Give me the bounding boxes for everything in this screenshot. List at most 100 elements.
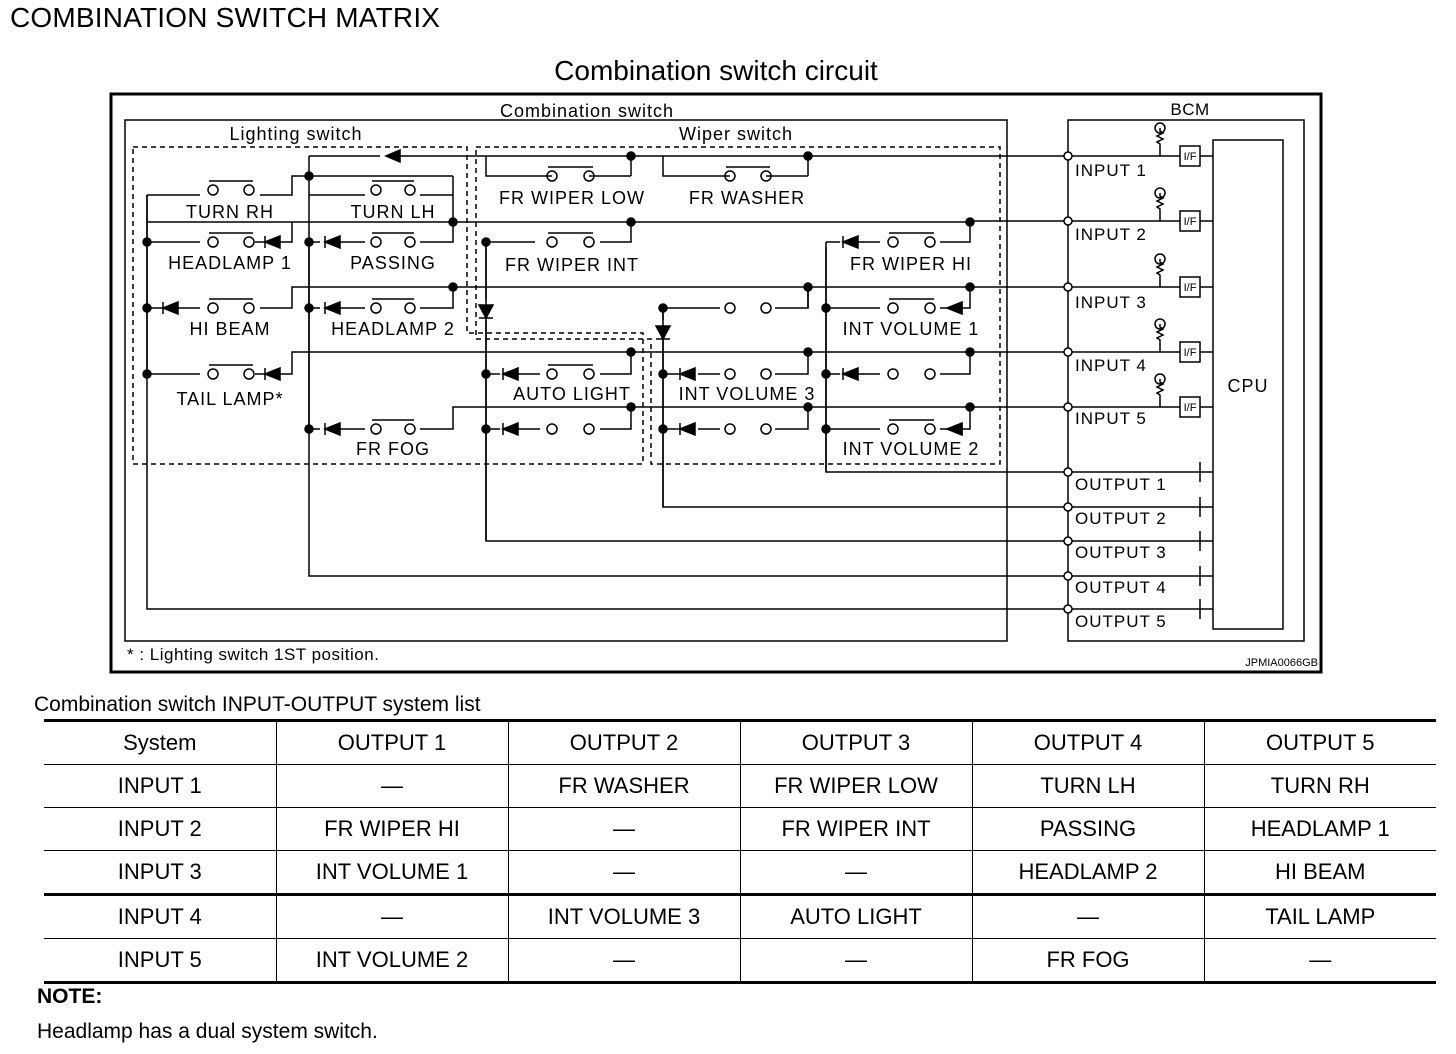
table-cell: INT VOLUME 3: [507, 894, 741, 939]
output-label: OUTPUT 5: [1075, 612, 1167, 631]
table-cell: TURN LH: [971, 764, 1205, 808]
switch-label-turn-lh: TURN LH: [350, 202, 435, 222]
header-cell: OUTPUT 4: [971, 719, 1205, 765]
lighting-switch-box: [132, 146, 644, 465]
table-cell: —: [739, 850, 973, 896]
table-row: INPUT 2 FR WIPER HI — FR WIPER INT PASSI…: [44, 807, 1436, 851]
page-title: COMBINATION SWITCH MATRIX: [10, 2, 441, 33]
output-label: OUTPUT 1: [1075, 475, 1167, 494]
table-row: INPUT 5 INT VOLUME 2 — — FR FOG —: [44, 938, 1436, 984]
input-lines: [808, 155, 1068, 408]
if-label: I/F: [1184, 151, 1197, 163]
table-cell: FR WIPER LOW: [739, 764, 973, 808]
table-cell: —: [507, 850, 741, 896]
switch-label-passing: PASSING: [350, 253, 436, 273]
switch-label-auto-light: AUTO LIGHT: [513, 384, 631, 404]
input-label: INPUT 1: [1075, 161, 1147, 180]
input-label: INPUT 5: [1075, 409, 1147, 428]
table-row: INPUT 3 INT VOLUME 1 — — HEADLAMP 2 HI B…: [44, 850, 1436, 896]
switch-label-fr-fog: FR FOG: [356, 439, 430, 459]
table-cell: INPUT 4: [44, 894, 277, 939]
if-label: I/F: [1184, 216, 1197, 228]
switch-label-headlamp-1: HEADLAMP 1: [168, 253, 292, 273]
switch-contacts: [207, 156, 936, 435]
output-label: OUTPUT 3: [1075, 543, 1167, 562]
lighting-switch-label: Lighting switch: [229, 124, 362, 144]
switch-label-turn-rh: TURN RH: [186, 202, 274, 222]
wiper-switch-wiring: [485, 155, 971, 541]
switch-label-fr-wiper-int: FR WIPER INT: [505, 255, 639, 275]
table-cell: FR WIPER INT: [739, 807, 973, 851]
switch-label-int-volume-3: INT VOLUME 3: [679, 384, 816, 404]
table-cell: INT VOLUME 2: [275, 938, 509, 984]
table-cell: —: [971, 894, 1205, 939]
bcm-internal-lines: [1068, 155, 1213, 408]
table-cell: INPUT 2: [44, 807, 277, 851]
table-cell: FR FOG: [971, 938, 1205, 984]
switch-label-int-volume-1: INT VOLUME 1: [843, 319, 980, 339]
outer-frame: [109, 92, 1323, 674]
cpu-label: CPU: [1227, 376, 1268, 396]
switch-label-fr-wiper-hi: FR WIPER HI: [850, 254, 972, 274]
table-cell: HEADLAMP 1: [1203, 807, 1436, 851]
table-caption: Combination switch INPUT-OUTPUT system l…: [34, 693, 481, 716]
note-text: Headlamp has a dual system switch.: [37, 1020, 378, 1043]
header-cell: OUTPUT 3: [739, 719, 973, 765]
switch-label-int-volume-2: INT VOLUME 2: [843, 439, 980, 459]
wiper-switch-label: Wiper switch: [679, 124, 793, 144]
table-cell: HEADLAMP 2: [971, 850, 1205, 896]
table-cell: —: [739, 938, 973, 984]
input-label: INPUT 2: [1075, 225, 1147, 244]
cpu-box: [1212, 139, 1284, 630]
header-cell: OUTPUT 5: [1203, 719, 1436, 765]
table-cell: —: [507, 938, 741, 984]
table-cell: —: [1203, 938, 1436, 984]
junction-dots: [142, 151, 975, 434]
diodes: [160, 234, 963, 437]
table-cell: INPUT 5: [44, 938, 277, 984]
diagram-title: Combination switch circuit: [554, 55, 878, 86]
if-label: I/F: [1184, 282, 1197, 294]
circuit-diagram: Combination switch Lighting switch Wiper…: [109, 92, 1323, 674]
table-cell: —: [275, 764, 509, 808]
table-cell: TURN RH: [1203, 764, 1436, 808]
diagram-footnote: * : Lighting switch 1ST position.: [127, 645, 379, 664]
table-cell: —: [275, 894, 509, 939]
table-cell: HI BEAM: [1203, 850, 1436, 896]
table-header-row: System OUTPUT 1 OUTPUT 2 OUTPUT 3 OUTPUT…: [44, 719, 1436, 765]
output-label: OUTPUT 4: [1075, 578, 1167, 597]
table-cell: PASSING: [971, 807, 1205, 851]
table-cell: FR WIPER HI: [275, 807, 509, 851]
wiper-switch-box: [475, 146, 1001, 465]
if-label: I/F: [1184, 347, 1197, 359]
combination-switch-box: [124, 119, 1008, 642]
connector-terminals: [1063, 151, 1073, 614]
input-label: INPUT 3: [1075, 293, 1147, 312]
note-title: NOTE:: [37, 985, 103, 1008]
table-cell: INPUT 3: [44, 850, 277, 896]
table-cell: INT VOLUME 1: [275, 850, 509, 896]
table-cell: AUTO LIGHT: [739, 894, 973, 939]
header-cell: OUTPUT 2: [507, 719, 741, 765]
header-cell: System: [44, 719, 277, 765]
switch-label-tail-lamp: TAIL LAMP*: [176, 389, 283, 409]
switch-label-hi-beam: HI BEAM: [189, 319, 270, 339]
if-label: I/F: [1184, 402, 1197, 414]
table-row: INPUT 1 — FR WASHER FR WIPER LOW TURN LH…: [44, 764, 1436, 808]
table-cell: TAIL LAMP: [1203, 894, 1436, 939]
combination-switch-label: Combination switch: [500, 101, 674, 121]
input-label: INPUT 4: [1075, 356, 1147, 375]
table-cell: INPUT 1: [44, 764, 277, 808]
switch-label-fr-wiper-low: FR WIPER LOW: [499, 188, 645, 208]
table-cell: FR WASHER: [507, 764, 741, 808]
header-cell: OUTPUT 1: [275, 719, 509, 765]
switch-label-headlamp-2: HEADLAMP 2: [331, 319, 455, 339]
bcm-label: BCM: [1170, 100, 1209, 119]
figure-code: JPMIA0066GB: [1245, 657, 1318, 669]
io-system-table: System OUTPUT 1 OUTPUT 2 OUTPUT 3 OUTPUT…: [44, 719, 1436, 984]
switch-label-fr-washer: FR WASHER: [689, 188, 805, 208]
table-row: INPUT 4 — INT VOLUME 3 AUTO LIGHT — TAIL…: [44, 894, 1436, 939]
bcm-box: [1067, 119, 1305, 642]
output-label: OUTPUT 2: [1075, 509, 1167, 528]
interface-blocks: [1154, 122, 1201, 418]
